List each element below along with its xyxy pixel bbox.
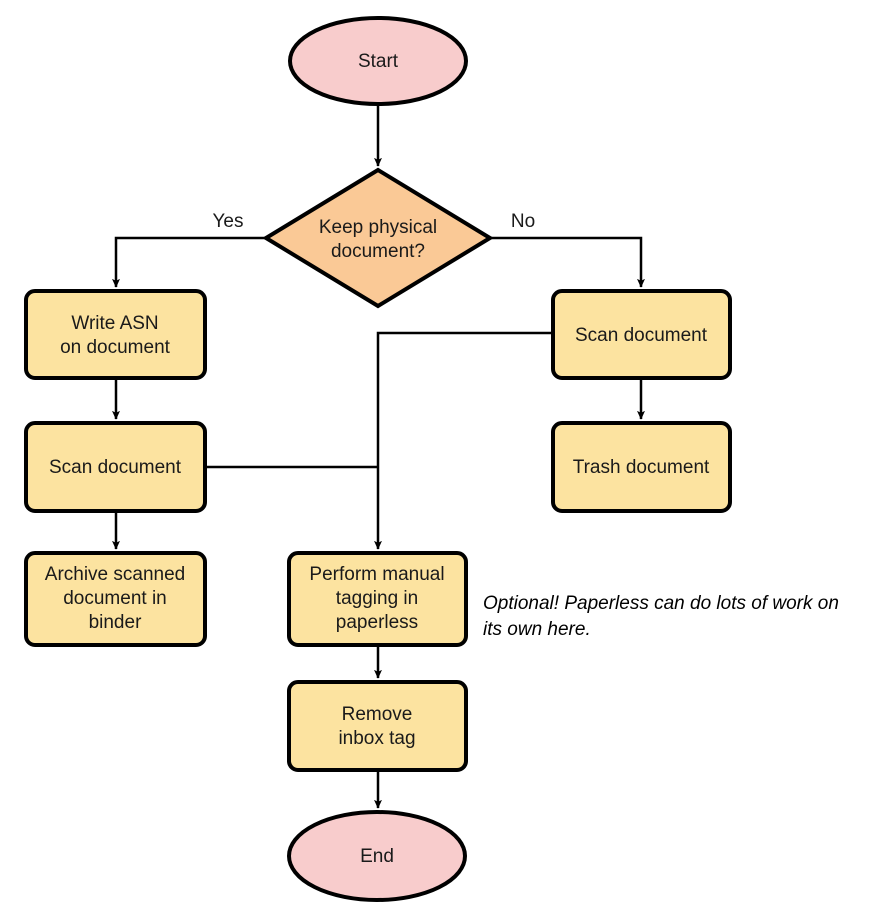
write-asn-box xyxy=(24,289,207,380)
node-trash-document[interactable]: Trash document xyxy=(551,421,732,513)
trash-document-box xyxy=(551,421,732,513)
edge-decision-to-write-asn xyxy=(112,236,265,288)
tagging-label-line2: tagging in xyxy=(336,588,418,609)
note-line1: Optional! Paperless can do lots of work … xyxy=(483,593,839,614)
end-ellipse xyxy=(287,810,467,902)
tagging-label-line3: paperless xyxy=(336,612,418,633)
start-label: Start xyxy=(358,51,399,72)
scan-document-right-box xyxy=(551,289,732,380)
archive-label-line2: document in xyxy=(63,588,167,609)
node-scan-document-right[interactable]: Scan document xyxy=(551,289,732,380)
decision-diamond xyxy=(262,167,494,309)
trash-document-label: Trash document xyxy=(573,457,710,478)
node-remove-inbox-tag[interactable]: Remove inbox tag xyxy=(287,680,468,772)
archive-box xyxy=(24,551,207,647)
write-asn-label-line1: Write ASN xyxy=(71,313,158,334)
start-ellipse xyxy=(288,16,468,106)
edge-scan-right-to-tagging xyxy=(374,331,553,550)
note-line2: its own here. xyxy=(483,619,591,640)
decision-label-line1: Keep physical xyxy=(319,217,437,238)
tagging-label-line1: Perform manual xyxy=(309,564,444,585)
note-optional-paperless: Optional! Paperless can do lots of work … xyxy=(483,593,839,640)
remove-inbox-tag-box xyxy=(287,680,468,772)
edge-label-yes: Yes xyxy=(213,211,244,232)
archive-label-line3: binder xyxy=(89,612,142,633)
remove-inbox-tag-label-line1: Remove xyxy=(342,704,413,725)
end-label: End xyxy=(360,846,394,867)
node-archive-scanned-document[interactable]: Archive scanned document in binder xyxy=(24,551,207,647)
remove-inbox-tag-label-line2: inbox tag xyxy=(338,728,415,749)
decision-label-line2: document? xyxy=(331,241,425,262)
write-asn-label-line2: on document xyxy=(60,337,171,358)
node-keep-physical-document-decision[interactable]: Keep physical document? xyxy=(262,167,494,309)
tagging-box xyxy=(287,551,468,647)
archive-label-line1: Archive scanned xyxy=(45,564,185,585)
scan-document-left-box xyxy=(24,421,207,513)
scan-document-right-label: Scan document xyxy=(575,325,708,346)
node-scan-document-left[interactable]: Scan document xyxy=(24,421,207,513)
node-write-asn-on-document[interactable]: Write ASN on document xyxy=(24,289,207,380)
node-end[interactable]: End xyxy=(287,810,467,902)
edge-decision-to-scan-right xyxy=(490,236,645,288)
scan-document-left-label: Scan document xyxy=(49,457,182,478)
edge-label-no: No xyxy=(511,211,535,232)
node-perform-manual-tagging[interactable]: Perform manual tagging in paperless xyxy=(287,551,468,647)
node-start[interactable]: Start xyxy=(288,16,468,106)
